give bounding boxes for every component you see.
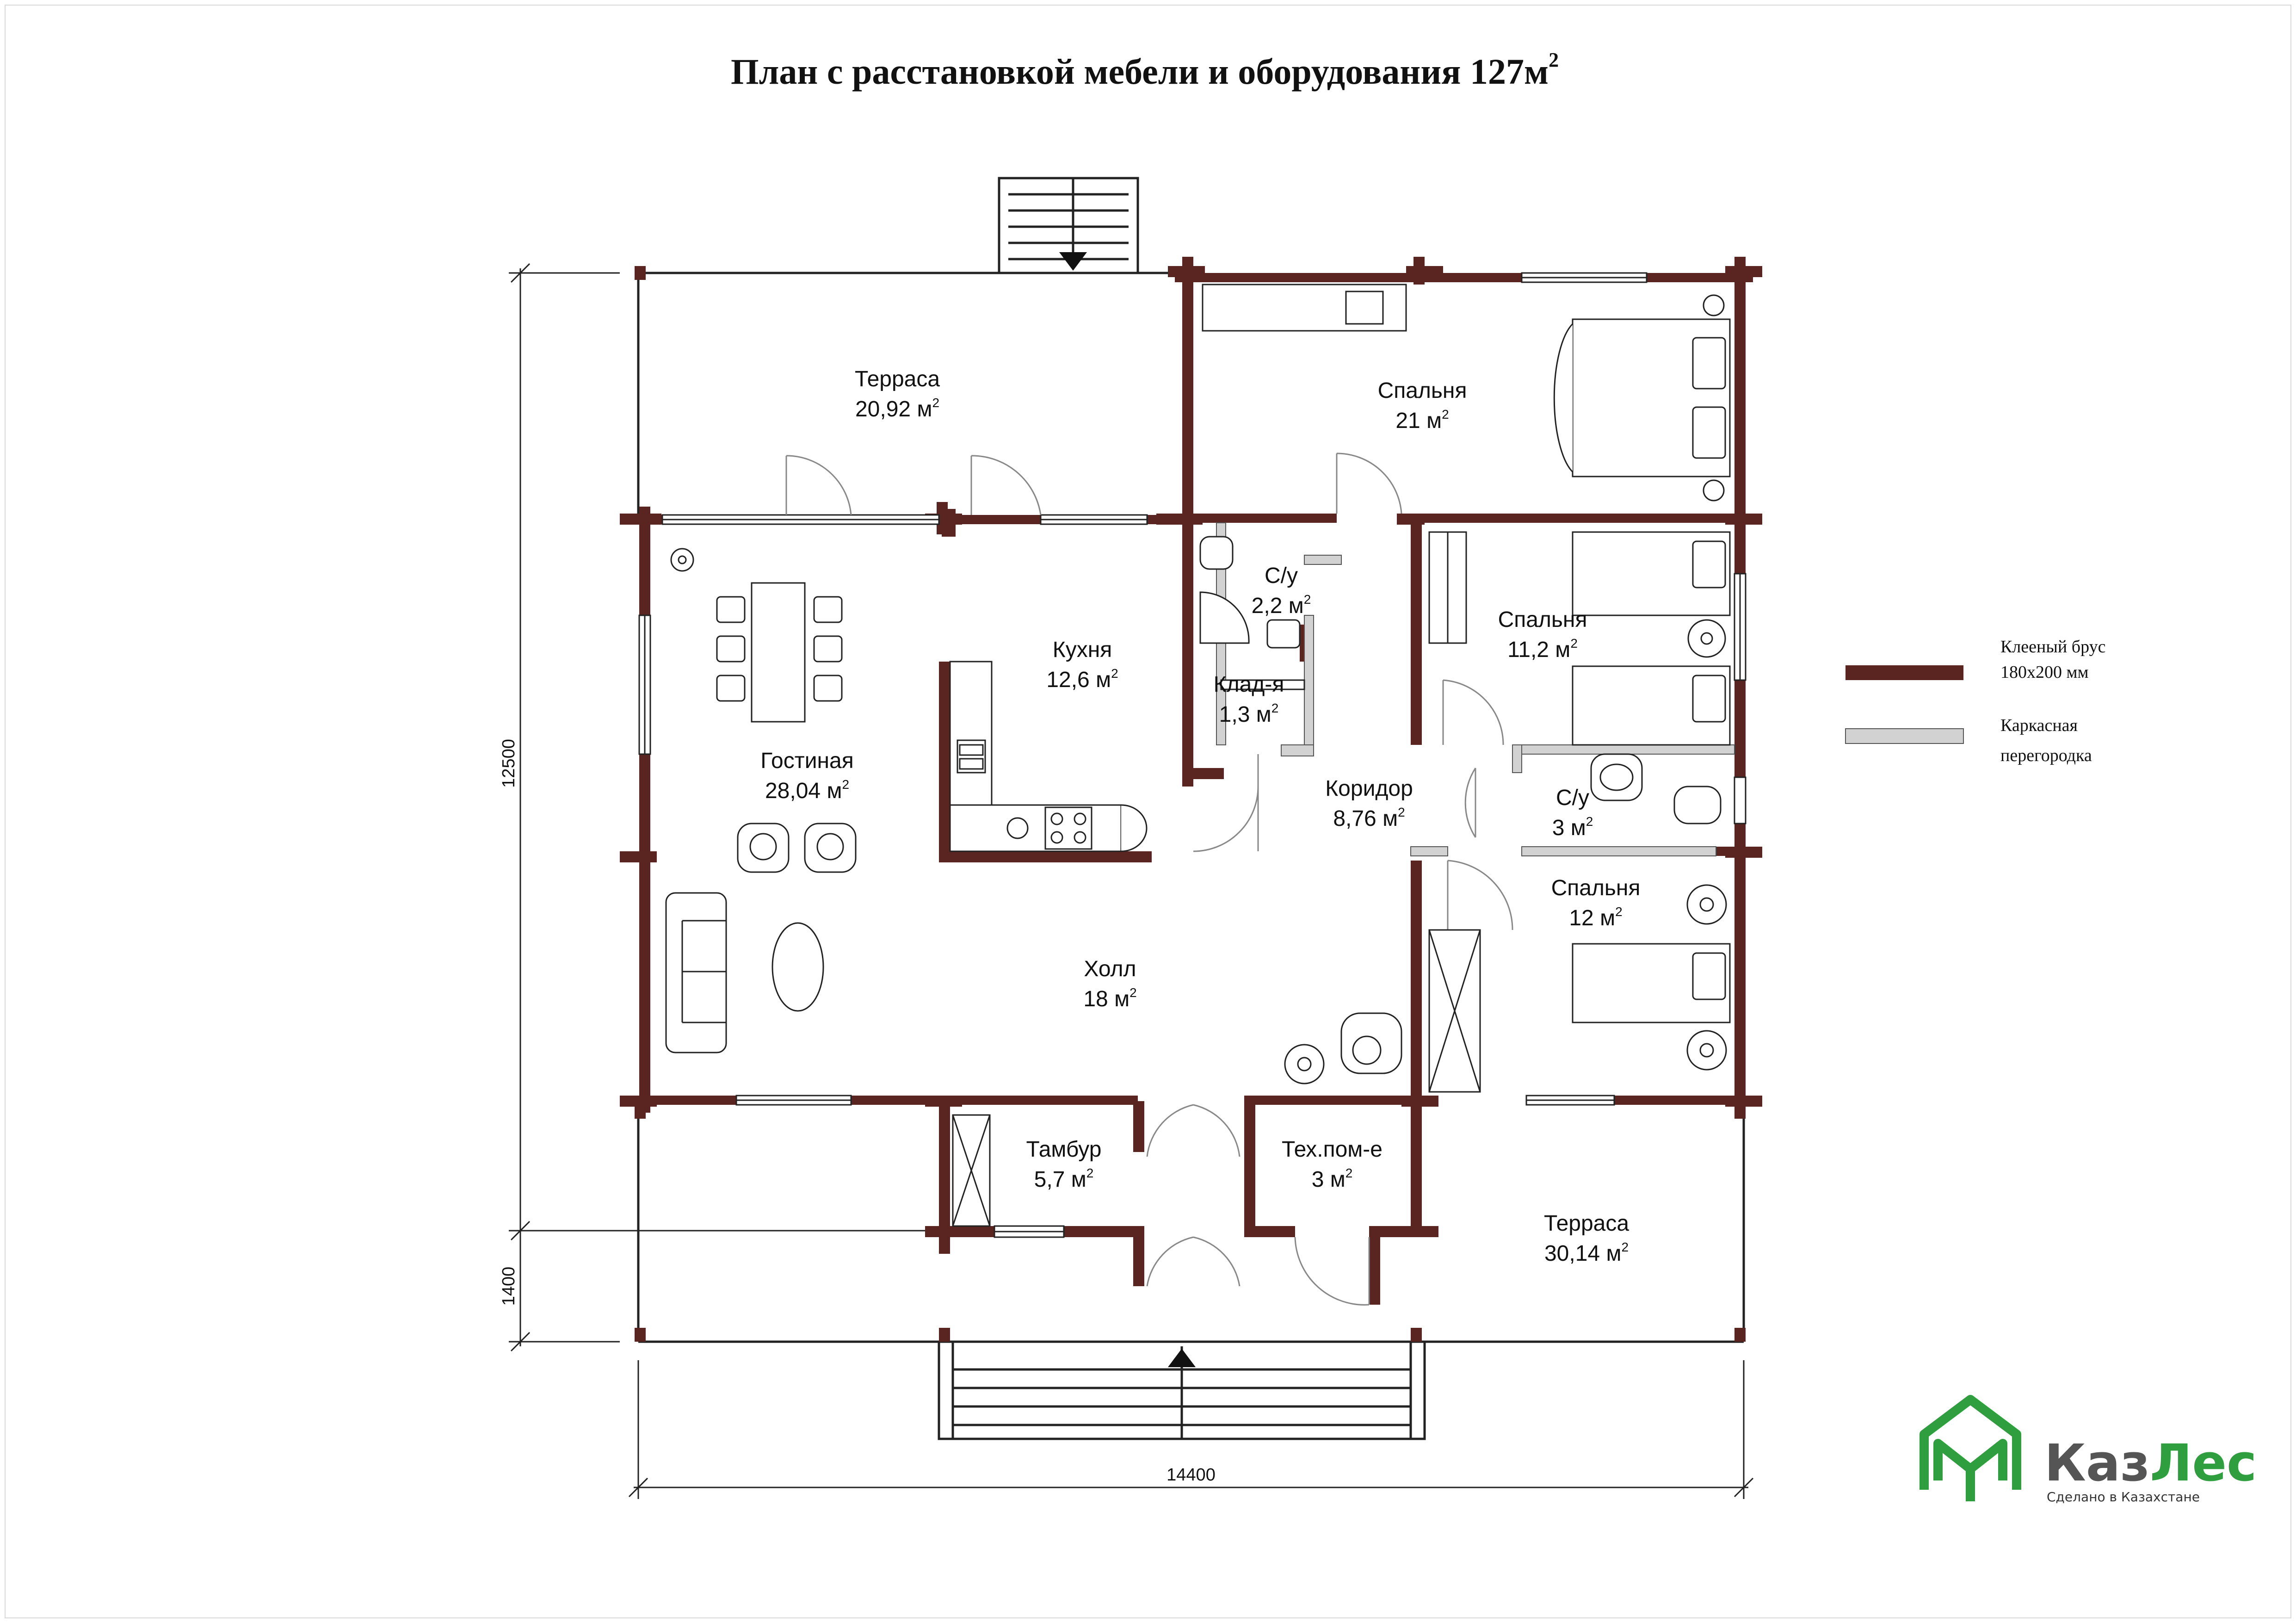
svg-text:18 м2: 18 м2 (1083, 985, 1136, 1011)
dim-width: 14400 (1167, 1465, 1216, 1485)
room-area-wc-2: 3 м (1552, 816, 1586, 840)
room-name-kitchen: Кухня (1053, 638, 1112, 662)
room-name-living: Гостиная (760, 749, 853, 773)
room-name-tech-room: Тех.пом-е (1282, 1137, 1383, 1162)
room-name-corridor: Коридор (1325, 776, 1413, 801)
room-name-bedroom-3: Спальня (1551, 876, 1641, 900)
room-name-wc-2: С/у (1556, 786, 1589, 810)
room-area-hall: 18 м (1083, 987, 1129, 1011)
furniture (665, 284, 1731, 1227)
windows (638, 272, 1747, 1238)
room-name-bedroom-2: Спальня (1498, 607, 1587, 632)
dim-height-main: 12500 (499, 739, 518, 788)
legend-swatch-log (1845, 665, 1963, 680)
legend-partition-line2: перегородка (2000, 746, 2092, 765)
svg-text:КазЛес: КазЛес (2044, 1433, 2257, 1493)
room-labels: Терраса 20,92 м2 Спальня 21 м2 С/у 2,2 м… (760, 367, 1640, 1266)
log-posts (620, 257, 1762, 1342)
svg-text:1,3 м2: 1,3 м2 (1219, 701, 1279, 727)
svg-text:3 м2: 3 м2 (1552, 814, 1593, 840)
svg-text:28,04 м2: 28,04 м2 (765, 777, 849, 803)
room-area-terrace-bottom: 30,14 м (1544, 1241, 1621, 1266)
svg-text:5,7 м2: 5,7 м2 (1034, 1166, 1094, 1192)
room-name-terrace-top: Терраса (855, 367, 940, 391)
svg-text:2,2 м2: 2,2 м2 (1252, 592, 1311, 618)
svg-text:3 м2: 3 м2 (1312, 1166, 1353, 1192)
svg-text:12 м2: 12 м2 (1569, 904, 1622, 930)
legend-log-line1: Клееный брус (2000, 637, 2105, 657)
logo-name-b: Лес (2150, 1433, 2257, 1493)
svg-text:8,76 м2: 8,76 м2 (1333, 805, 1405, 831)
room-name-wc-1: С/у (1265, 564, 1298, 588)
svg-text:21 м2: 21 м2 (1395, 407, 1449, 433)
room-area-vestibule: 5,7 м (1034, 1167, 1086, 1192)
logo-name-a: Каз (2044, 1433, 2150, 1493)
room-name-terrace-bottom: Терраса (1544, 1211, 1629, 1236)
house-logo-icon (1920, 1395, 2021, 1501)
arrow-top (1059, 252, 1087, 271)
legend-swatch-partition (1845, 728, 1964, 744)
svg-text:30,14 м2: 30,14 м2 (1544, 1240, 1629, 1266)
legend-partition-line1: Каркасная (2000, 716, 2078, 735)
room-area-storage: 1,3 м (1219, 702, 1271, 727)
svg-text:12,6 м2: 12,6 м2 (1046, 666, 1118, 692)
logo: КазЛес Сделано в Казахстане (1920, 1395, 2257, 1505)
room-name-storage: Клад-я (1214, 672, 1284, 697)
room-area-corridor: 8,76 м (1333, 806, 1398, 831)
room-area-wc-1: 2,2 м (1252, 594, 1304, 618)
room-name-bedroom-1: Спальня (1378, 378, 1467, 403)
room-area-bedroom-3: 12 м (1569, 906, 1615, 930)
room-area-living: 28,04 м (765, 779, 842, 803)
room-area-bedroom-1: 21 м (1395, 409, 1442, 433)
page-frame (5, 5, 2291, 1618)
page-title: План с расстановкой мебели и оборудовани… (731, 49, 1559, 92)
room-area-bedroom-2: 11,2 м (1507, 638, 1570, 662)
room-area-terrace-top: 20,92 м (855, 397, 932, 421)
svg-text:20,92 м2: 20,92 м2 (855, 396, 939, 421)
room-area-kitchen: 12,6 м (1046, 668, 1111, 692)
stairs-top (998, 177, 1139, 274)
room-name-hall: Холл (1084, 957, 1136, 981)
room-name-vestibule: Тамбур (1026, 1137, 1102, 1162)
doors (785, 452, 1513, 1306)
legend-log-line2: 180х200 мм (2000, 663, 2089, 682)
dimension-lines (509, 263, 1754, 1499)
room-area-tech-room: 3 м (1312, 1167, 1346, 1192)
legend: Клееный брус 180х200 мм Каркасная перего… (1845, 637, 2105, 765)
svg-text:11,2 м2: 11,2 м2 (1507, 636, 1578, 662)
logo-tagline: Сделано в Казахстане (2047, 1489, 2200, 1505)
dining-table (751, 582, 806, 723)
dim-height-terrace: 1400 (499, 1267, 518, 1306)
arrow-bottom (1168, 1349, 1196, 1367)
